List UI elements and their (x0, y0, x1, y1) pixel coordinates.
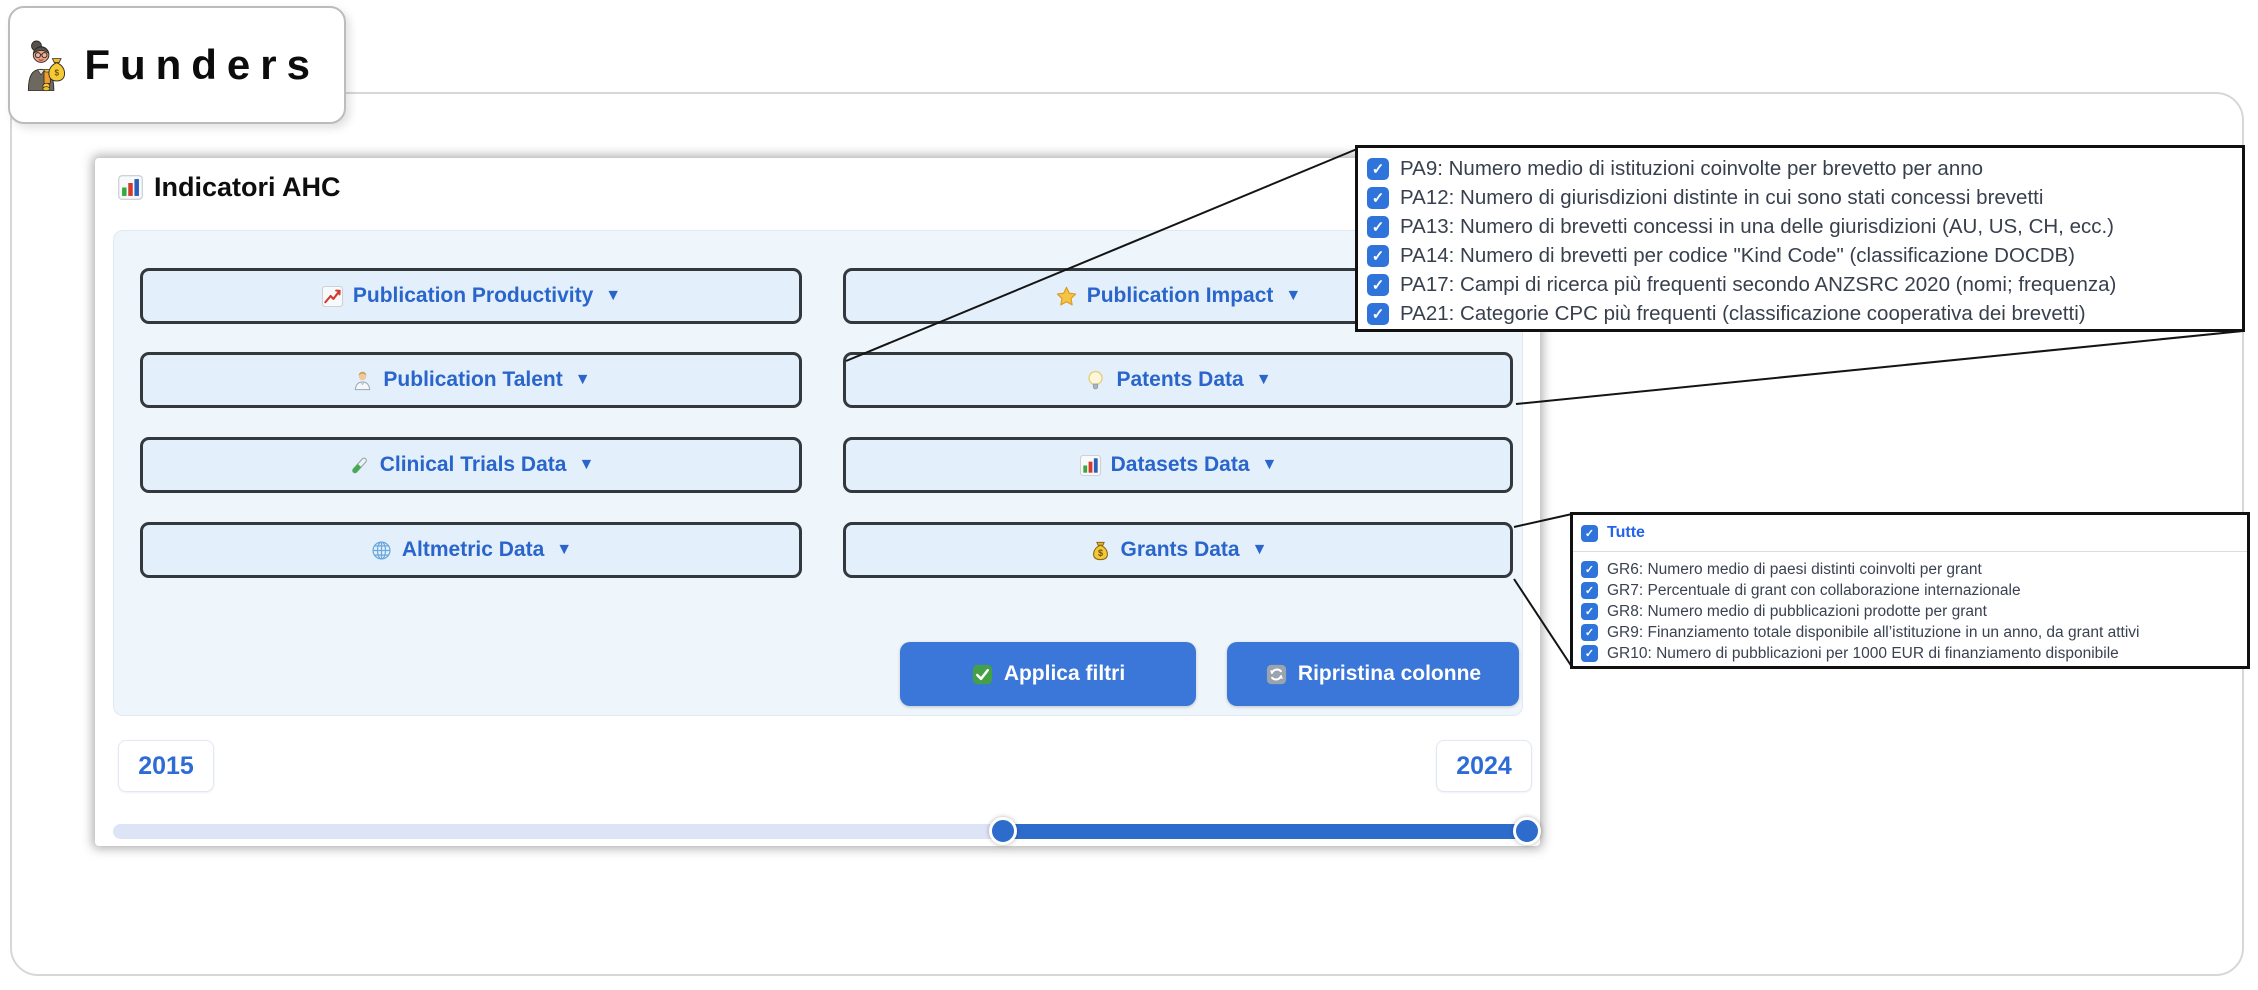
chevron-down-icon: ▼ (1261, 456, 1278, 473)
indicator-label: PA9: Numero medio di istituzioni coinvol… (1400, 156, 1984, 180)
year-slider-selected-range (1003, 824, 1527, 839)
reset-columns-label: Ripristina colonne (1297, 662, 1482, 685)
reset-columns-button[interactable]: Ripristina colonne (1227, 642, 1519, 706)
indicator-label: GR7: Percentuale di grant con collaboraz… (1607, 581, 2021, 599)
year-slider-handle-start[interactable] (989, 817, 1017, 845)
dropdown-altmetric-data[interactable]: Altmetric Data ▼ (140, 522, 802, 578)
chevron-down-icon: ▼ (1255, 371, 1272, 388)
list-item: ✓ PA21: Categorie CPC più frequenti (cla… (1358, 299, 2242, 328)
dropdown-clinical-trials-data[interactable]: Clinical Trials Data ▼ (140, 437, 802, 493)
svg-text:$: $ (1098, 547, 1103, 557)
chevron-down-icon: ▼ (1285, 287, 1302, 304)
chevron-down-icon: ▼ (556, 541, 573, 558)
indicator-label: PA13: Numero di brevetti concessi in una… (1400, 214, 2114, 238)
dropdown-label: Patents Data (1116, 368, 1244, 391)
apply-filters-label: Applica filtri (1003, 662, 1126, 685)
list-item: ✓ GR6: Numero medio di paesi distinti co… (1573, 559, 2247, 580)
list-item: ✓ PA17: Campi di ricerca più frequenti s… (1358, 270, 2242, 299)
indicator-label: GR8: Numero medio di pubblicazioni prodo… (1607, 602, 1987, 620)
money-bag-icon: $ (1089, 539, 1112, 562)
list-item: ✓ GR10: Numero di pubblicazioni per 1000… (1573, 643, 2247, 664)
apply-filters-button[interactable]: Applica filtri (900, 642, 1196, 706)
list-item: ✓ GR7: Percentuale di grant con collabor… (1573, 580, 2247, 601)
dropdown-datasets-data[interactable]: Datasets Data ▼ (843, 437, 1513, 493)
test-tube-icon (348, 454, 371, 477)
checkbox-checked-icon[interactable]: ✓ (1581, 603, 1598, 620)
checkbox-checked-icon[interactable]: ✓ (1367, 273, 1389, 296)
svg-text:$: $ (54, 68, 59, 77)
year-end-badge: 2024 (1436, 740, 1532, 792)
chart-increasing-icon (321, 285, 344, 308)
globe-icon (370, 539, 393, 562)
chevron-down-icon: ▼ (574, 371, 591, 388)
card-title: Indicatori AHC (117, 172, 341, 203)
checkbox-checked-icon[interactable]: ✓ (1581, 561, 1598, 578)
list-item: ✓ PA12: Numero di giurisdizioni distinte… (1358, 183, 2242, 212)
bar-chart-icon (1079, 454, 1102, 477)
select-all-row: ✓ Tutte (1573, 515, 2247, 545)
chevron-down-icon: ▼ (578, 456, 595, 473)
checkbox-checked-icon[interactable]: ✓ (1367, 157, 1389, 180)
dropdown-patents-data[interactable]: Patents Data ▼ (843, 352, 1513, 408)
dropdown-publication-productivity[interactable]: Publication Productivity ▼ (140, 268, 802, 324)
patents-indicator-callout: ✓ PA9: Numero medio di istituzioni coinv… (1355, 145, 2245, 332)
checkbox-checked-icon[interactable]: ✓ (1367, 244, 1389, 267)
checkbox-checked-icon[interactable]: ✓ (1367, 215, 1389, 238)
chevron-down-icon: ▼ (605, 287, 622, 304)
list-item: ✓ GR8: Numero medio di pubblicazioni pro… (1573, 601, 2247, 622)
list-item: ✓ PA14: Numero di brevetti per codice "K… (1358, 241, 2242, 270)
dropdown-grants-data[interactable]: $ Grants Data ▼ (843, 522, 1513, 578)
grants-indicator-callout: ✓ Tutte ✓ GR6: Numero medio di paesi dis… (1570, 512, 2250, 669)
indicator-label: PA14: Numero di brevetti per codice "Kin… (1400, 243, 2076, 267)
divider (1573, 551, 2247, 552)
checkbox-checked-icon[interactable]: ✓ (1367, 186, 1389, 209)
dropdown-publication-talent[interactable]: Publication Talent ▼ (140, 352, 802, 408)
dropdown-label: Grants Data (1120, 538, 1240, 561)
scientist-icon (351, 369, 374, 392)
dropdown-label: Datasets Data (1110, 453, 1250, 476)
year-slider-track[interactable] (113, 824, 1531, 839)
dropdown-label: Altmetric Data (401, 538, 545, 561)
funders-logo-badge: $ Funders (8, 6, 346, 124)
year-slider-handle-end[interactable] (1513, 817, 1541, 845)
checkbox-checked-icon[interactable]: ✓ (1581, 582, 1598, 599)
list-item: ✓ PA13: Numero di brevetti concessi in u… (1358, 212, 2242, 241)
list-item: ✓ PA9: Numero medio di istituzioni coinv… (1358, 154, 2242, 183)
funder-person-money-icon: $ (22, 17, 68, 113)
checkbox-checked-icon[interactable]: ✓ (1581, 645, 1598, 662)
indicator-label: GR10: Numero di pubblicazioni per 1000 E… (1607, 644, 2119, 662)
indicator-label: GR6: Numero medio di paesi distinti coin… (1607, 560, 1982, 578)
indicator-label: PA17: Campi di ricerca più frequenti sec… (1400, 272, 2117, 296)
chevron-down-icon: ▼ (1251, 541, 1268, 558)
light-bulb-icon (1084, 369, 1107, 392)
refresh-icon (1265, 663, 1288, 686)
indicator-label: PA12: Numero di giurisdizioni distinte i… (1400, 185, 2044, 209)
select-all-label: Tutte (1607, 524, 1645, 541)
indicator-label: PA21: Categorie CPC più frequenti (class… (1400, 301, 2086, 325)
card-title-text: Indicatori AHC (154, 172, 341, 202)
indicator-label: GR9: Finanziamento totale disponibile al… (1607, 623, 2140, 641)
dropdown-label: Clinical Trials Data (379, 453, 567, 476)
star-icon (1055, 285, 1078, 308)
dropdown-label: Publication Impact (1086, 284, 1274, 307)
check-mark-icon (971, 663, 994, 686)
dropdown-label: Publication Talent (383, 368, 563, 391)
checkbox-checked-icon[interactable]: ✓ (1581, 524, 1598, 542)
checkbox-checked-icon[interactable]: ✓ (1367, 302, 1389, 325)
app-title: Funders (84, 41, 320, 88)
bar-chart-icon (117, 174, 144, 201)
year-start-badge: 2015 (118, 740, 214, 792)
checkbox-checked-icon[interactable]: ✓ (1581, 624, 1598, 641)
dropdown-label: Publication Productivity (352, 284, 594, 307)
list-item: ✓ GR9: Finanziamento totale disponibile … (1573, 622, 2247, 643)
